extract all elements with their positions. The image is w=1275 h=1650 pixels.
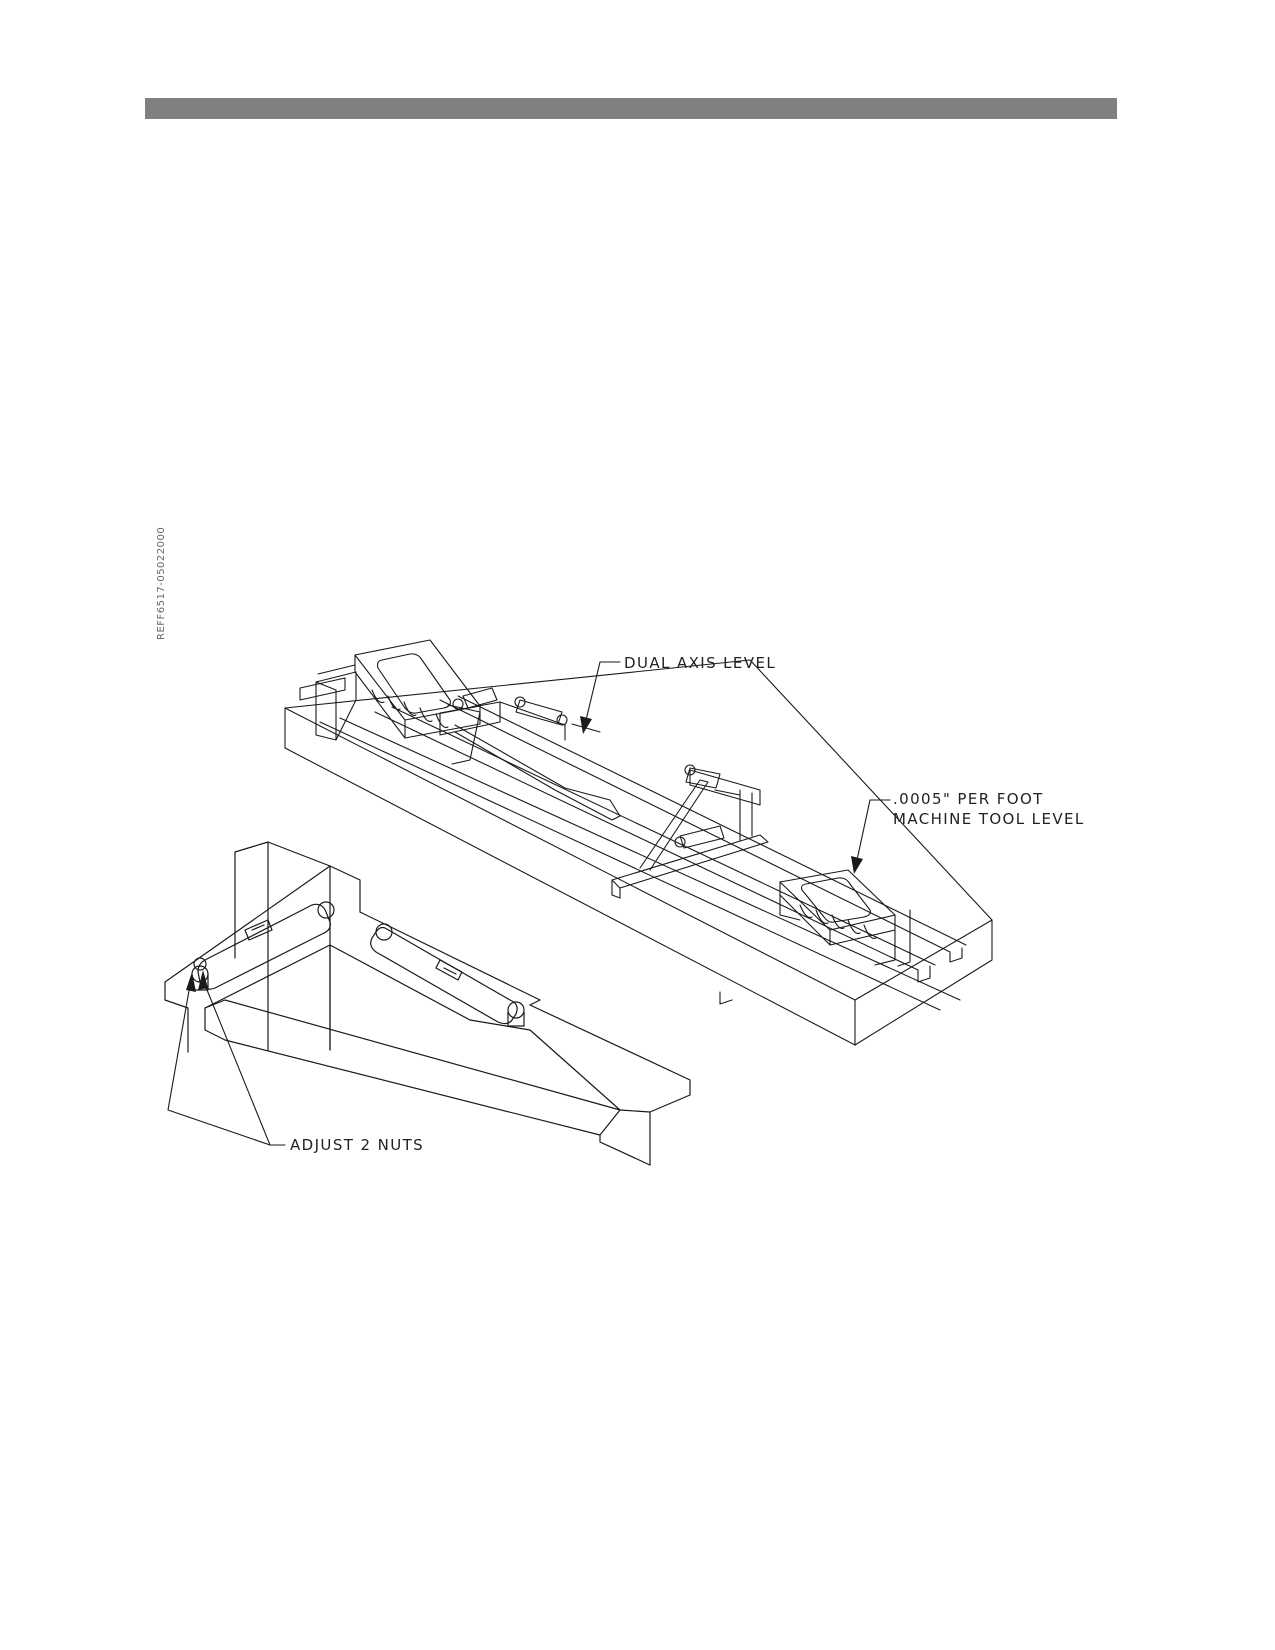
machine-tool-level-right: [779, 869, 911, 967]
callout-leaders: [167, 661, 891, 1146]
callout-dual-axis-level: DUAL AXIS LEVEL: [624, 654, 776, 672]
header-bar: [145, 98, 1117, 119]
dual-axis-level-2: [611, 764, 769, 899]
callout-arrowheads: [186, 716, 863, 992]
dual-axis-level-detail: [164, 841, 691, 1166]
callout-machine-tool-level-line2: MACHINE TOOL LEVEL: [893, 810, 1085, 828]
callout-machine-tool-level-line1: .0005" PER FOOT: [893, 790, 1044, 808]
machine-table: [284, 659, 993, 1046]
callout-adjust-nuts: ADJUST 2 NUTS: [290, 1136, 424, 1154]
dual-axis-level-1: [439, 687, 621, 821]
